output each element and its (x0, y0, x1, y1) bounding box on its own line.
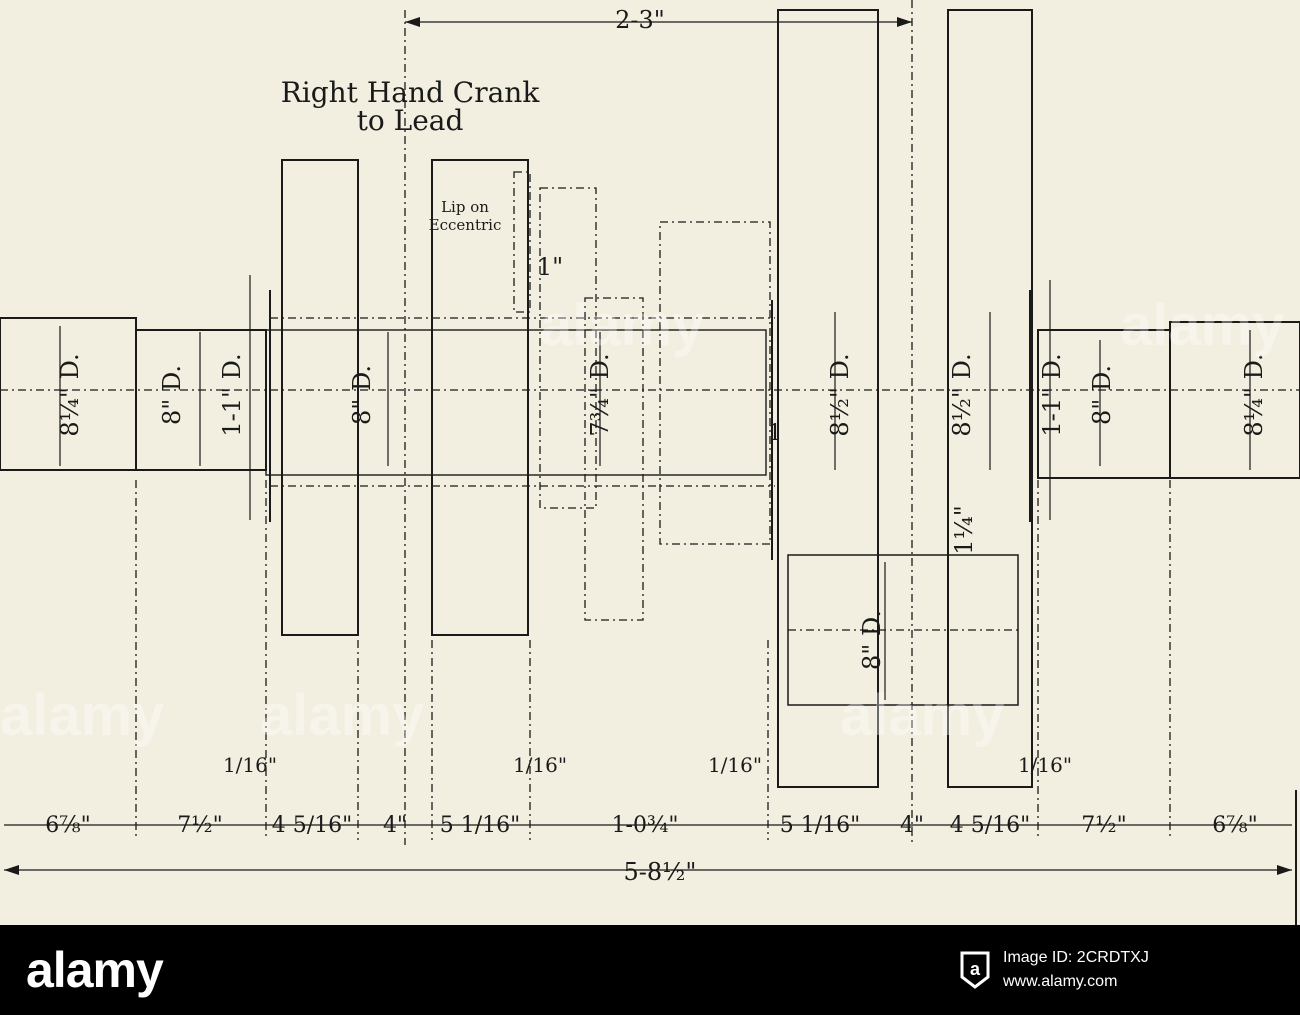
shaft-right-end (1169, 321, 1300, 479)
crankshaft-drawing: Right Hand Crank to Lead Lip on Eccentri… (0, 0, 1300, 925)
segment-dimension: 5 1/16" (440, 813, 521, 838)
gap-dimension: 1/16" (1018, 753, 1072, 777)
site-link[interactable]: www.alamy.com (1003, 973, 1118, 990)
crank-cheek-4 (947, 9, 1033, 788)
diameter-dimension: 8" D. (1088, 365, 1116, 425)
diameter-dimension: 1-1" D. (1038, 353, 1066, 436)
drawing-title-line-1: Right Hand Crank (281, 76, 541, 109)
crank-cheek-2 (431, 159, 529, 636)
diameter-dimension-labels: 8¼" D. 8" D. 1-1" D. 8" D. 7¾" D. 8½" D. 8½" D… (56, 353, 1268, 670)
diameter-dimension: 8¼" D. (56, 353, 84, 436)
watermark-center-right: alamy (840, 683, 1004, 748)
gap-dimension-labels: 1/16" 1/16" 1/16" 1/16" (223, 753, 1072, 777)
eccentric-lip (513, 171, 531, 313)
gap-dimension: 1/16" (223, 753, 277, 777)
gap-dimension: 1/16" (513, 753, 567, 777)
watermark-center: alamy (540, 293, 704, 358)
drawing-title-line-2: to Lead (357, 104, 464, 137)
segment-dimension: 5 1/16" (780, 813, 861, 838)
overall-top-dimension: 2-3" (615, 6, 665, 34)
crank-cheek-3 (777, 9, 879, 788)
lip-note-line-1: Lip on (441, 198, 489, 216)
small-one-dimension: 1 (768, 421, 782, 446)
diameter-dimension: 8" D. (158, 365, 186, 425)
diameter-dimension: 1-1" D. (218, 353, 246, 436)
segment-dimension: 7½" (1081, 813, 1126, 838)
alamy-logo-icon: a (960, 951, 990, 989)
diameter-dimension: 8" D. (348, 365, 376, 425)
segment-dimension: 4" (383, 813, 407, 838)
watermark-right: alamy (1120, 293, 1284, 358)
diameter-dimension: 8¼" D. (1240, 353, 1268, 436)
segment-dimension-labels: 6⅞" 7½" 4 5/16" 4" 5 1/16" 1-0¾" 5 1/16" 4" 4 5/… (45, 813, 1257, 838)
segment-dimension: 4" (900, 813, 924, 838)
crankshaft-svg: Right Hand Crank to Lead Lip on Eccentri… (0, 0, 1300, 925)
segment-dimension: 4 5/16" (950, 813, 1031, 838)
crank-cheek-1 (281, 159, 359, 636)
shaft-left-journal (135, 329, 267, 471)
image-id-label: Image ID: 2CRDTXJ (1003, 949, 1149, 966)
segment-dimension: 7½" (177, 813, 222, 838)
eccentric-2 (584, 297, 644, 621)
segment-dimension: 1-0¾" (612, 813, 679, 838)
diameter-dimension: 7¾" D. (586, 353, 614, 436)
diameter-dimension: 8" D. (858, 610, 886, 670)
gap-dimension: 1/16" (708, 753, 762, 777)
segment-dimension: 6⅞" (1212, 813, 1257, 838)
stock-footer: alamy a Image ID: 2CRDTXJ www.alamy.com (0, 925, 1300, 1015)
diameter-dimension: 8½" D. (948, 353, 976, 436)
lip-dimension: 1" (537, 253, 563, 281)
eccentric-1 (539, 187, 597, 509)
diameter-dimension: 8½" D. (826, 353, 854, 436)
brand-logo[interactable]: alamy (26, 942, 164, 998)
eccentric-3 (659, 221, 771, 545)
svg-text:a: a (970, 959, 981, 979)
watermark-center-left: alamy (260, 683, 424, 748)
watermark-left: alamy (0, 683, 164, 748)
segment-dimension: 4 5/16" (272, 813, 353, 838)
lip-note-line-2: Eccentric (429, 216, 502, 234)
diameter-dimension: 1¼" (950, 505, 978, 555)
overall-bottom-dimension: 5-8½" (624, 858, 697, 886)
segment-dimension: 6⅞" (45, 813, 90, 838)
shaft-middle (265, 329, 767, 476)
